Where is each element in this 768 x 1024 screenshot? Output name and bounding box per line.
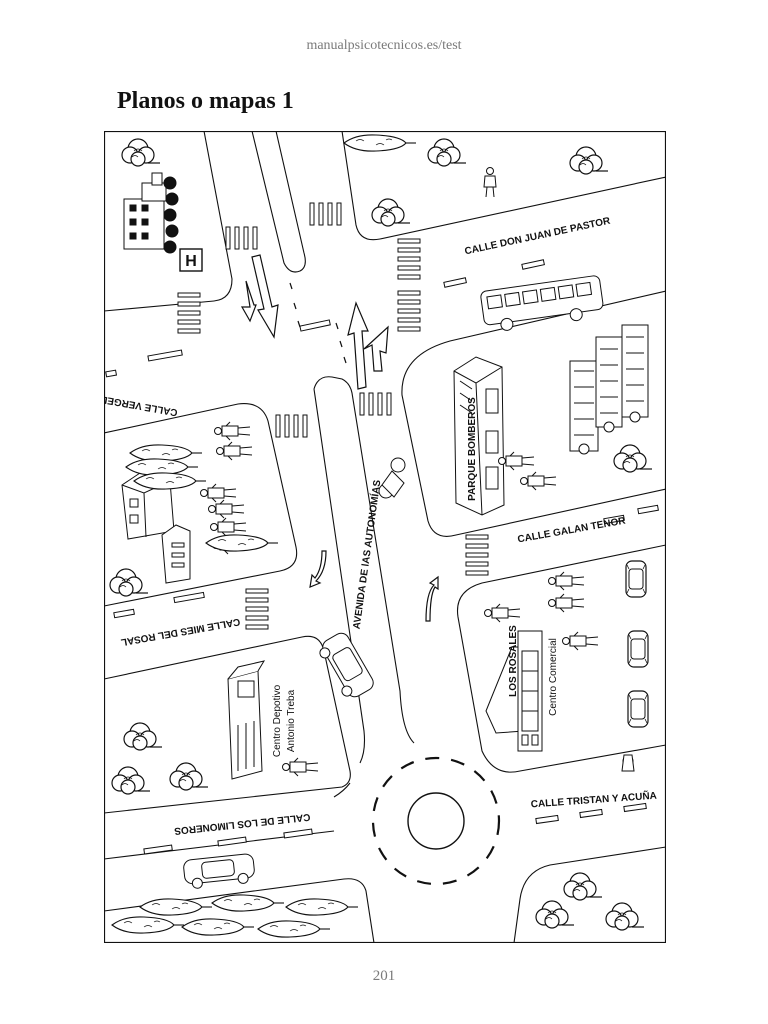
parked-cars xyxy=(621,560,649,772)
sports-center xyxy=(227,660,266,780)
car-limoneros xyxy=(183,853,255,889)
sports-center-label-1: Centro Depotivo xyxy=(272,684,283,757)
source-url: manualpsicotecnicos.es/test xyxy=(306,38,462,53)
city-blocks xyxy=(104,131,666,943)
fire-station xyxy=(453,356,505,516)
center-dashes xyxy=(289,282,347,364)
fire-station-label: PARQUE BOMBEROS xyxy=(467,397,478,501)
hospital-building xyxy=(123,172,203,272)
bus xyxy=(480,275,604,331)
shopping-center xyxy=(485,630,543,752)
sports-center-label-2: Antonio Treba xyxy=(286,689,297,752)
motorcycle xyxy=(378,457,406,499)
lane-markings xyxy=(105,259,659,855)
shopping-center-label: Centro Comercial xyxy=(548,638,559,716)
hospital-sign: H xyxy=(185,253,197,270)
shopping-center-sign: LOS ROSALES xyxy=(508,625,519,697)
direction-arrows xyxy=(240,254,439,622)
fire-trucks xyxy=(569,324,649,455)
city-map: H PARQUE BOMBEROS xyxy=(104,131,666,943)
page-number: 201 xyxy=(372,968,396,984)
page-title: Planos o mapas 1 xyxy=(117,88,294,114)
car-on-avenue xyxy=(319,632,374,698)
roundabout xyxy=(371,756,501,886)
